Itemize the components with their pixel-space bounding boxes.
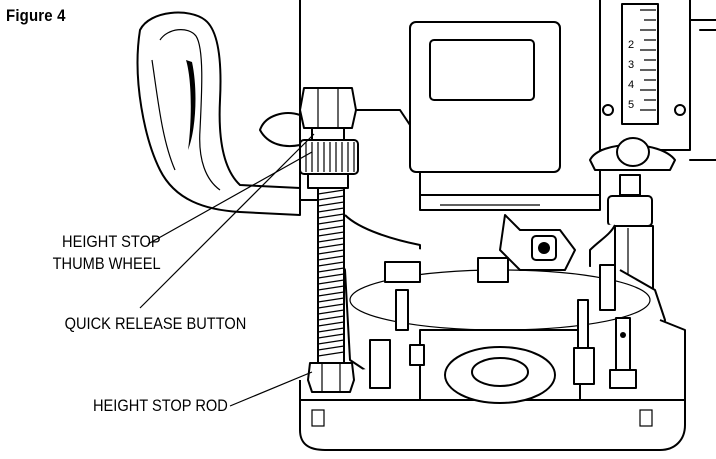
- figure-label: Figure 4: [6, 6, 66, 25]
- collet-area: [384, 214, 616, 311]
- callout-stop-rod: HEIGHT STOP ROD: [93, 396, 228, 415]
- stop-rod-leader: [229, 371, 313, 407]
- scale-number: 5: [628, 99, 634, 111]
- callout-thumb-wheel-line2: THUMB WHEEL: [52, 254, 161, 273]
- height-stop-thumb-wheel: [299, 139, 359, 175]
- callout-thumb-wheel: HEIGHT STOP THUMB WHEEL: [53, 231, 161, 275]
- callout-quick-release: QUICK RELEASE BUTTON: [64, 314, 246, 333]
- stop-rod-nut: [307, 362, 355, 393]
- quick-release-leader: [139, 133, 315, 309]
- router-handle: [136, 11, 301, 216]
- scale-number: 3: [628, 59, 634, 71]
- scale-number: 4: [628, 79, 634, 91]
- motor-housing: [299, 0, 601, 211]
- base-bolts: [369, 289, 637, 389]
- height-stop-assembly: [259, 87, 359, 393]
- depth-scale-column: 2 3 4 5: [599, 0, 716, 161]
- quick-release-button: [311, 127, 345, 141]
- leader-lines: [139, 133, 315, 407]
- height-stop-hex-nut: [299, 87, 357, 129]
- callout-thumb-wheel-line1: HEIGHT STOP: [62, 232, 161, 251]
- scale-number: 2: [628, 39, 634, 51]
- thumb-wheel-leader: [147, 151, 313, 245]
